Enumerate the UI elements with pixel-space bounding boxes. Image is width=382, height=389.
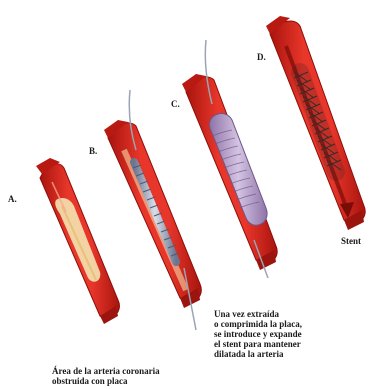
stent-caption: Stent [341,236,361,246]
procedure-caption: Una vez extraída o comprimida la placa, … [214,309,334,359]
step-label-a: A. [8,194,17,204]
step-label-c: C. [171,99,180,109]
artery-a [36,158,119,324]
artery-b [104,90,201,330]
artery-d [266,16,365,230]
artery-c [182,40,277,278]
area-caption: Área de la arteria coronaria obstruida c… [52,366,212,386]
step-label-b: B. [89,146,97,156]
step-label-d: D. [257,52,266,62]
